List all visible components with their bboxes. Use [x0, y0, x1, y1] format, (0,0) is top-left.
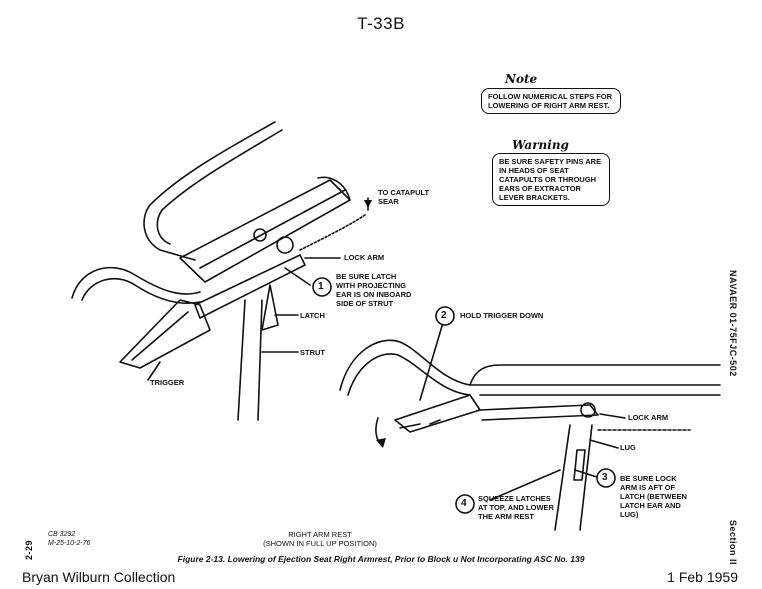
trigger-left [119, 299, 211, 369]
warning-box: BE SURE SAFETY PINS ARE IN HEADS OF SEAT… [492, 153, 610, 206]
label-right-arm-rest: RIGHT ARM REST [288, 530, 352, 539]
label-shown-position: (SHOWN IN FULL UP POSITION) [263, 539, 377, 548]
step-3-circle [596, 468, 616, 488]
strut-left [237, 299, 246, 421]
warning-text: BE SURE SAFETY PINS ARE IN HEADS OF SEAT… [499, 157, 602, 202]
figure-caption: Figure 2-13. Lowering of Ejection Seat R… [177, 554, 585, 564]
footer-date: 1 Feb 1959 [667, 569, 738, 585]
page-title: T-33B [357, 14, 405, 33]
label-lock-arm-left: LOCK ARM [344, 253, 385, 262]
ref-code: M-25-10-2-76 [48, 540, 91, 547]
step-4-circle [455, 494, 475, 514]
armrest-left [71, 266, 201, 299]
note-heading: Note [505, 72, 538, 86]
step-3-number: 3 [602, 472, 608, 483]
label-strut: STRUT [300, 348, 325, 357]
step-2-number: 2 [441, 310, 447, 321]
step-1-text: BE SURE LATCH WITH PROJECTING EAR IS ON … [336, 272, 412, 308]
step-3-text: BE SURE LOCK ARM IS AFT OF LATCH (BETWEE… [620, 474, 687, 519]
warning-heading: Warning [512, 138, 569, 152]
label-latch: LATCH [300, 311, 325, 320]
step-2-circle [435, 306, 455, 326]
navaer-number: NAVAER 01-75FJC-502 [728, 270, 738, 377]
footer-collection: Bryan Wilburn Collection [22, 569, 176, 585]
strut-right [554, 424, 571, 531]
seat-frame-right [339, 339, 721, 391]
step-4-text: SQUEEZE LATCHES AT TOP, AND LOWER THE AR… [478, 494, 554, 521]
step-4-number: 4 [461, 498, 467, 509]
label-lock-arm-right: LOCK ARM [628, 413, 669, 422]
step-1-number: 1 [318, 281, 324, 292]
lock-arm-left [194, 254, 306, 319]
arm-rest-caption: RIGHT ARM REST (SHOWN IN FULL UP POSITIO… [250, 530, 390, 548]
lock-arm-right [479, 404, 599, 421]
label-trigger: TRIGGER [150, 378, 185, 387]
ref-cb: CB 3292 [48, 531, 76, 538]
step-2-text: HOLD TRIGGER DOWN [460, 311, 544, 320]
reference-codes: CB 3292 M-25-10-2-76 [48, 530, 90, 548]
label-lug: LUG [620, 443, 636, 452]
section-label: Section II [728, 520, 738, 566]
step-1-circle [312, 277, 332, 297]
label-to-catapult: TO CATAPULT SEAR [378, 188, 430, 206]
seat-frame-left [143, 121, 276, 261]
note-box: FOLLOW NUMERICAL STEPS FOR LOWERING OF R… [481, 88, 621, 114]
note-text: FOLLOW NUMERICAL STEPS FOR LOWERING OF R… [488, 92, 613, 110]
